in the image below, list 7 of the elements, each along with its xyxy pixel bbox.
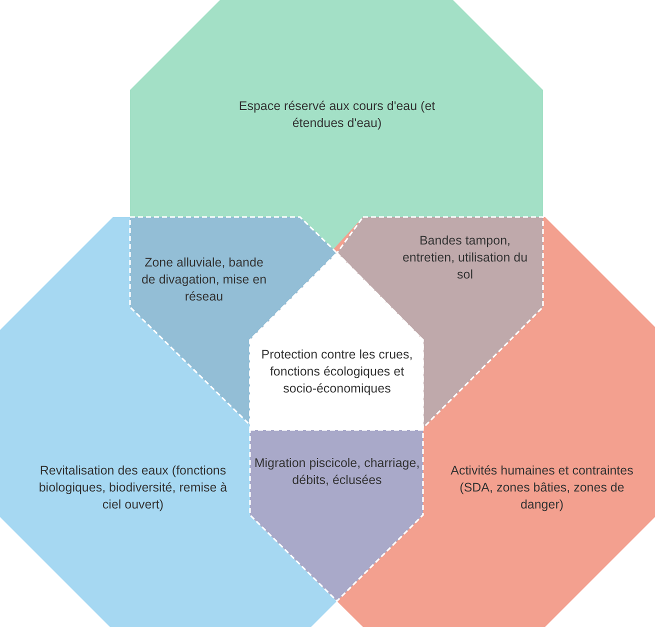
region-label: Bandes tampon, entretien, utilisation du sol [401, 232, 529, 284]
region-label: Activités humaines et contraintes (SDA, zones bâties, zones de danger) [450, 462, 634, 514]
region-label: Protection contre les crues, fonctions écologiques et socio-économiques [260, 346, 414, 398]
region-label: Revitalisation des eaux (fonctions biologiques, biodiversité, remise à ciel ouvert) [38, 462, 228, 514]
region-label: Migration piscicole, charriage, débits, éclusées [253, 455, 421, 489]
region-label: Espace réservé aux cours d'eau (et étendues d'eau) [238, 98, 436, 132]
region-label: Zone alluviale, bande de divagation, mise en réseau [140, 254, 268, 306]
